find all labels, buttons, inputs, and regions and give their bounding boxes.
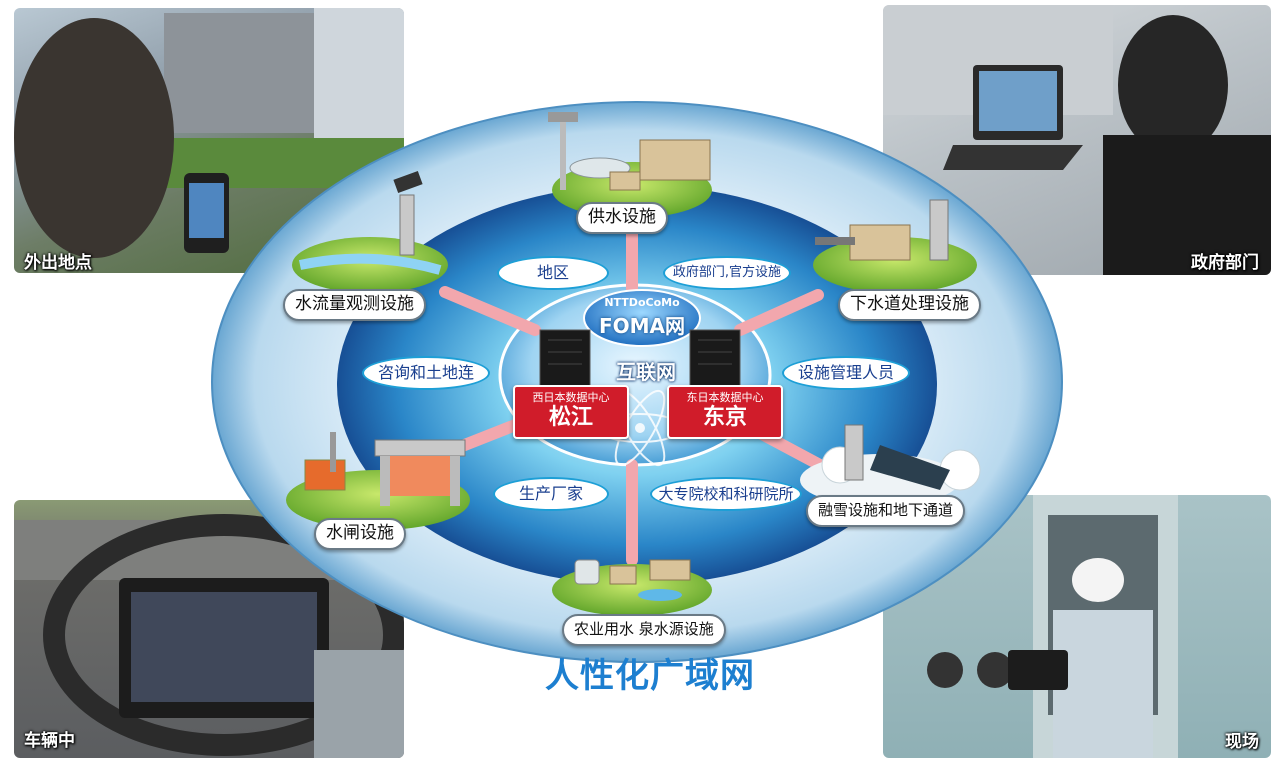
datacenter-east-sub: 东日本数据中心 (686, 391, 764, 404)
bubble-consultants: 咨询和土地连 (362, 356, 490, 390)
foma-network-label: FOMA网 (598, 314, 686, 338)
server-west-icon (539, 329, 591, 391)
field-scene-icon (927, 495, 1178, 758)
photo-caption: 车辆中 (24, 731, 75, 751)
sluice-facility-icon (286, 432, 470, 530)
sewage-facility-icon (813, 199, 977, 293)
datacenter-west-city: 松江 (548, 405, 593, 430)
flow-observation-facility-icon (292, 170, 448, 293)
bubble-government: 政府部门,官方设施 (663, 256, 791, 290)
internet-label: 互联网 (616, 360, 676, 384)
label-flow-observation: 水流量观测设施 (283, 289, 426, 321)
label-agriculture: 农业用水 泉水源设施 (562, 614, 726, 646)
datacenter-west: 西日本数据中心 松江 (513, 385, 629, 439)
diagram-title: 人性化广域网 (545, 656, 755, 696)
datacenter-east: 东日本数据中心 东京 (667, 385, 783, 439)
bubble-manufacturers: 生产厂家 (493, 477, 609, 511)
label-sewage: 下水道处理设施 (838, 289, 981, 321)
photo-caption: 政府部门 (1191, 253, 1259, 273)
bubble-universities: 大专院校和科研院所 (650, 477, 802, 511)
photo-caption: 现场 (1225, 732, 1259, 752)
datacenter-west-sub: 西日本数据中心 (532, 391, 610, 404)
server-east-icon (689, 329, 741, 391)
label-snow-melting: 融雪设施和地下通道 (806, 495, 966, 527)
photo-outdoor: 外出地点 (14, 8, 404, 273)
foma-network-icon (583, 289, 701, 347)
label-water-supply: 供水设施 (576, 202, 668, 234)
datacenter-east-city: 东京 (702, 405, 747, 430)
photo-government: 政府部门 (883, 5, 1271, 275)
outdoor-scene-icon (14, 8, 404, 258)
bubble-region: 地区 (497, 256, 609, 290)
agriculture-facility-icon (552, 559, 712, 616)
bubble-facility-managers: 设施管理人员 (782, 356, 910, 390)
foma-operator-label: NTTDoCoMo (604, 296, 680, 309)
label-sluice: 水闸设施 (314, 518, 406, 550)
snow-melting-facility-icon (800, 424, 981, 506)
photo-caption: 外出地点 (24, 253, 92, 273)
office-scene-icon (883, 5, 1271, 275)
